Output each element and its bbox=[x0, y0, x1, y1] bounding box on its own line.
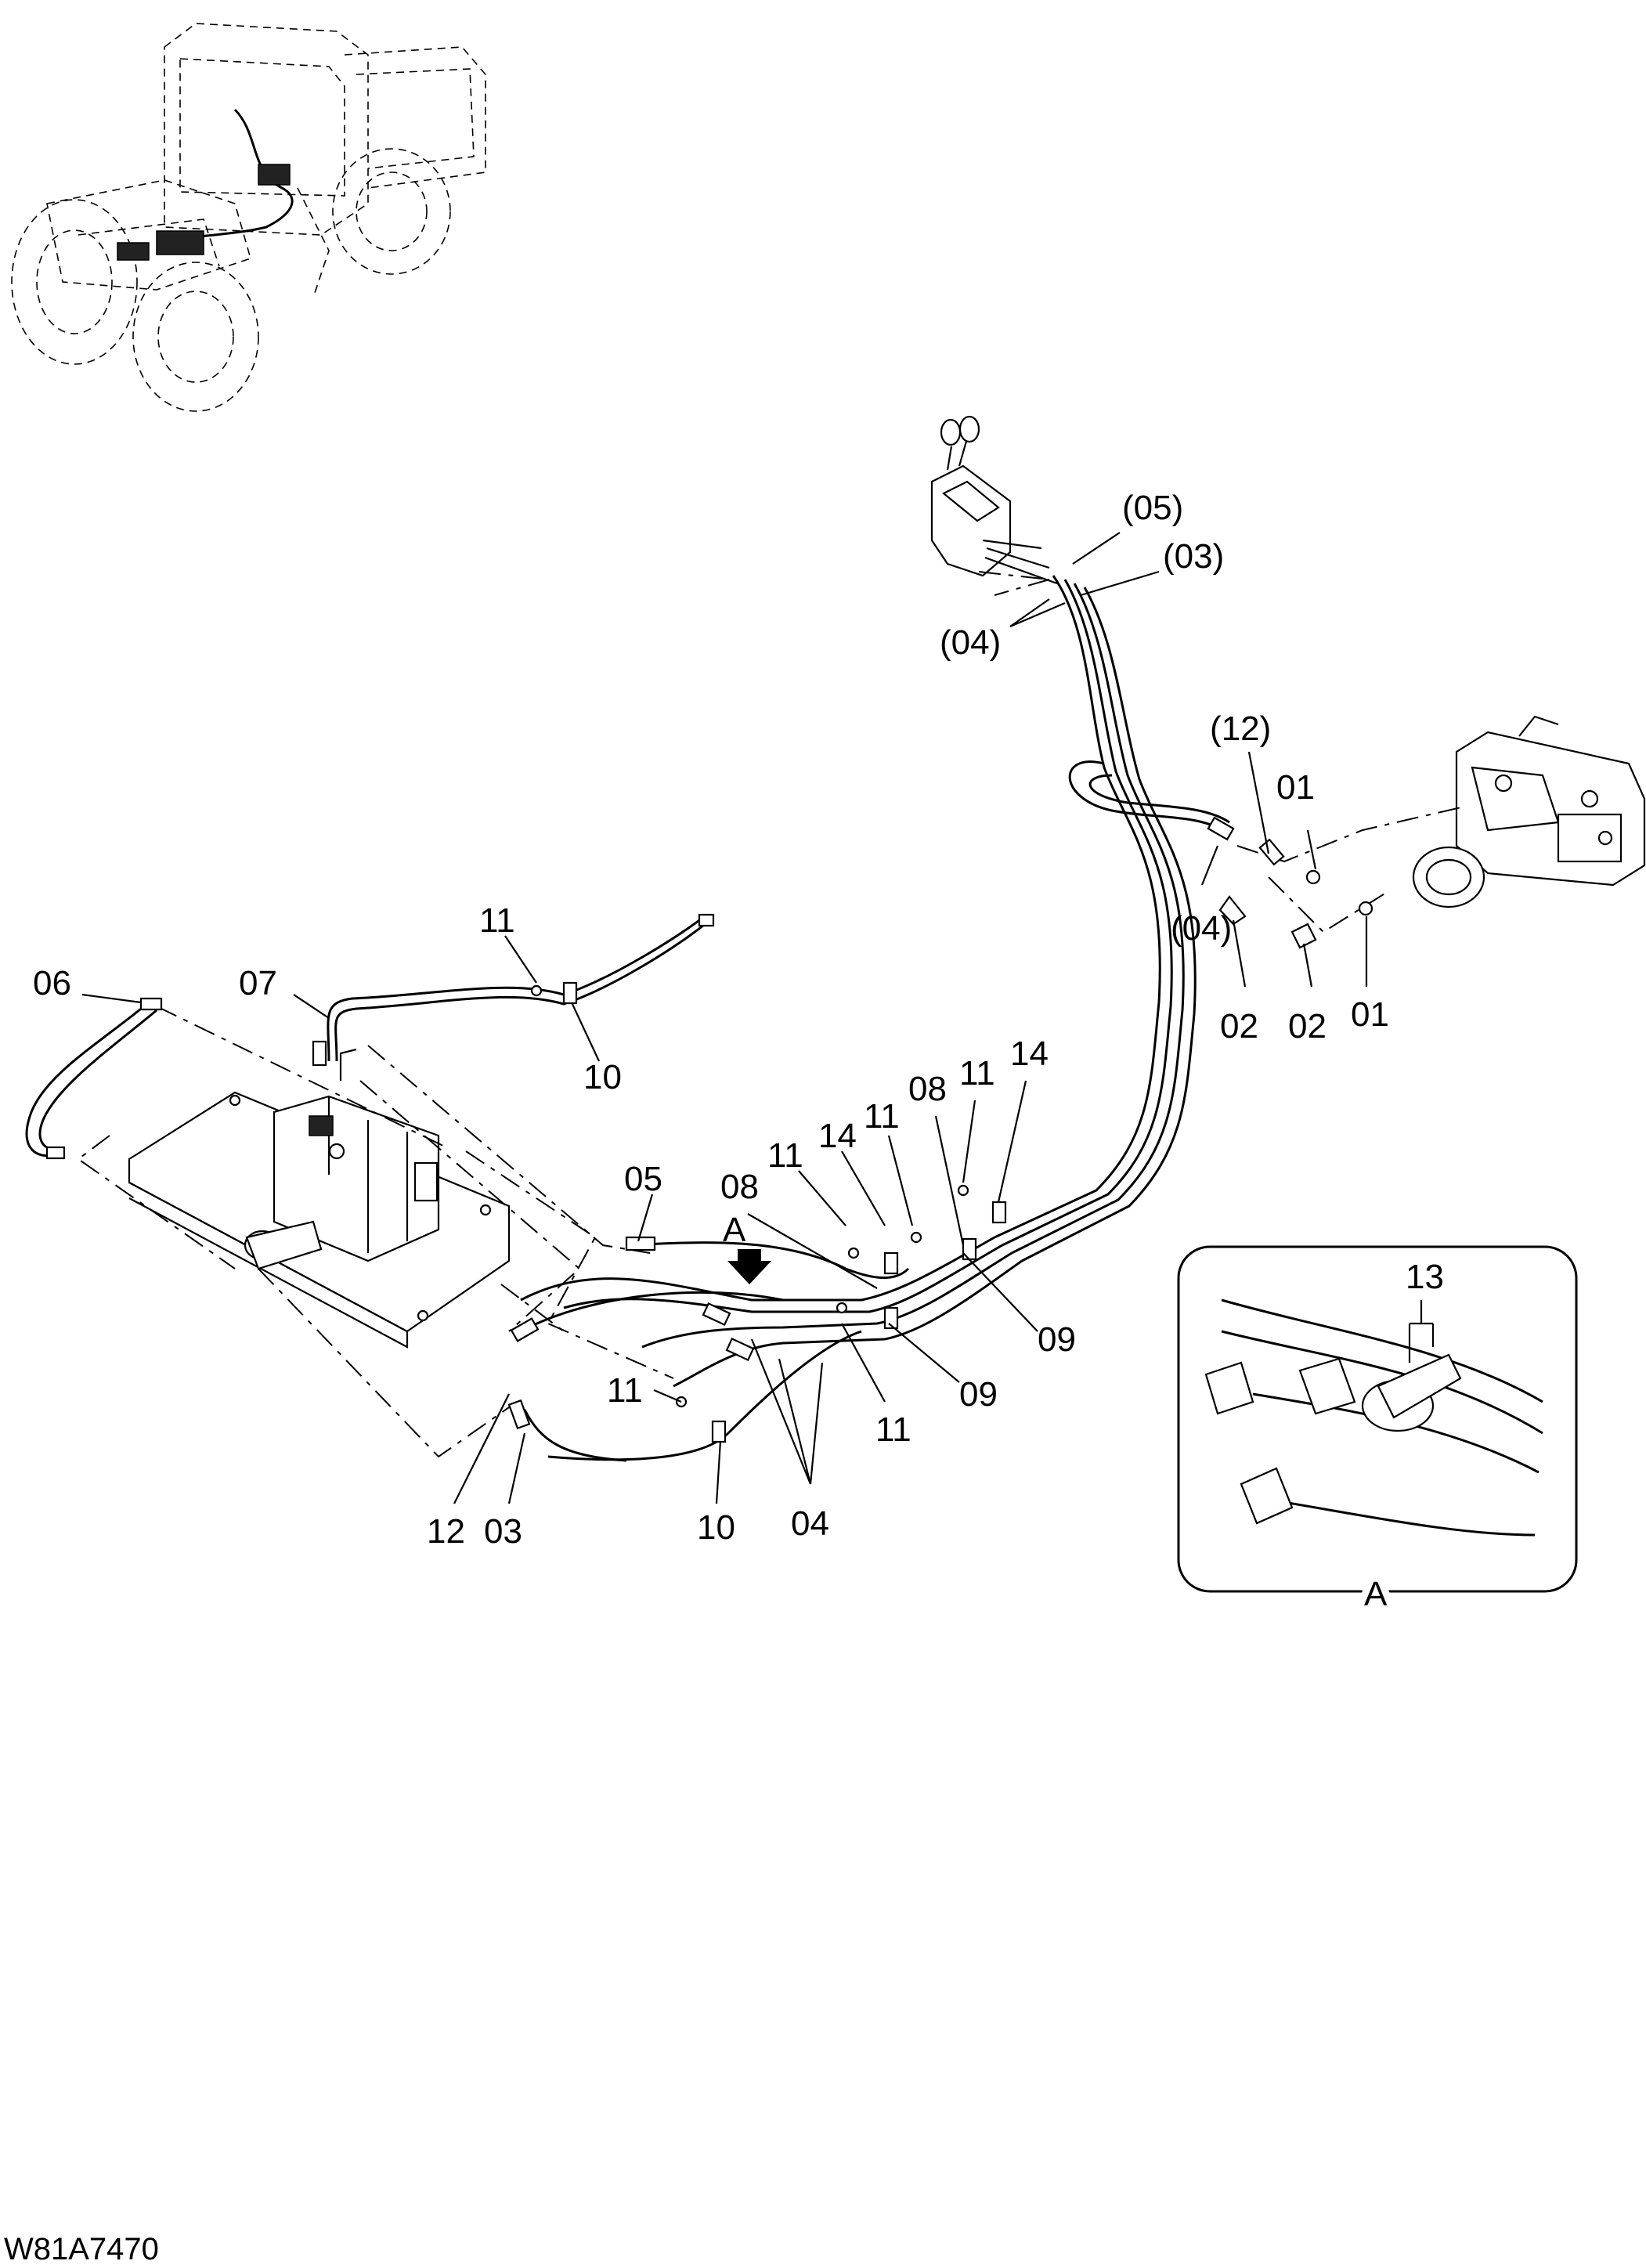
callout-11-a: 11 bbox=[767, 1136, 803, 1175]
callout-11-d: 11 bbox=[875, 1410, 911, 1449]
machine-overview-illustration bbox=[11, 23, 486, 412]
callout-14-right: 14 bbox=[1010, 1035, 1049, 1073]
callout-10-top: 10 bbox=[583, 1058, 622, 1096]
callout-11-c: 11 bbox=[959, 1054, 995, 1092]
detail-view-label: A bbox=[1364, 1575, 1388, 1613]
callout-03-paren: (03) bbox=[1163, 537, 1224, 576]
callout-14-left: 14 bbox=[818, 1117, 857, 1155]
hose-bundle-main bbox=[994, 575, 1230, 1262]
callout-05: 05 bbox=[624, 1160, 662, 1198]
callout-01-bottom: 01 bbox=[1351, 995, 1389, 1034]
callout-02-left: 02 bbox=[1220, 1007, 1258, 1046]
callout-09-mid: 09 bbox=[959, 1375, 998, 1414]
callout-11-top-left: 11 bbox=[479, 901, 515, 940]
callout-04-paren-right: (04) bbox=[1171, 909, 1232, 948]
callout-12-paren: (12) bbox=[1210, 710, 1271, 748]
callout-08-left: 08 bbox=[720, 1168, 759, 1206]
callout-05-paren: (05) bbox=[1122, 489, 1183, 527]
view-arrow-a bbox=[727, 1249, 771, 1284]
leader-lines bbox=[81, 532, 1368, 1504]
callout-02-right: 02 bbox=[1288, 1007, 1327, 1046]
callout-01-top: 01 bbox=[1276, 768, 1315, 807]
callout-10-bottom: 10 bbox=[697, 1508, 735, 1547]
callout-09-right: 09 bbox=[1038, 1320, 1076, 1359]
fittings-and-clamps bbox=[45, 816, 1373, 1443]
detail-view-a bbox=[1177, 1245, 1578, 1593]
callout-04-paren-top: (04) bbox=[940, 623, 1001, 662]
hose-06-07 bbox=[25, 915, 708, 1157]
control-valve-block bbox=[128, 1048, 511, 1349]
callout-08-right: 08 bbox=[908, 1070, 947, 1108]
callout-04: 04 bbox=[791, 1504, 829, 1543]
pump-assembly bbox=[1412, 715, 1646, 908]
callout-06: 06 bbox=[33, 964, 71, 1002]
hose-bundle-lower bbox=[520, 1236, 1023, 1462]
callout-12: 12 bbox=[427, 1512, 465, 1551]
callout-a-arrow: A bbox=[723, 1211, 746, 1249]
callout-07: 07 bbox=[239, 964, 277, 1002]
callout-11-bottom-left: 11 bbox=[607, 1371, 643, 1410]
detail-callout-13: 13 bbox=[1406, 1258, 1444, 1296]
pilot-valve-joystick bbox=[930, 415, 1058, 585]
callout-03: 03 bbox=[484, 1512, 522, 1551]
callout-11-b: 11 bbox=[864, 1097, 900, 1136]
drawing-code: W81A7470 bbox=[4, 2232, 159, 2266]
part-callouts: (05) (03) (04) (12) 01 (04) 02 02 01 11 … bbox=[33, 489, 1444, 1620]
